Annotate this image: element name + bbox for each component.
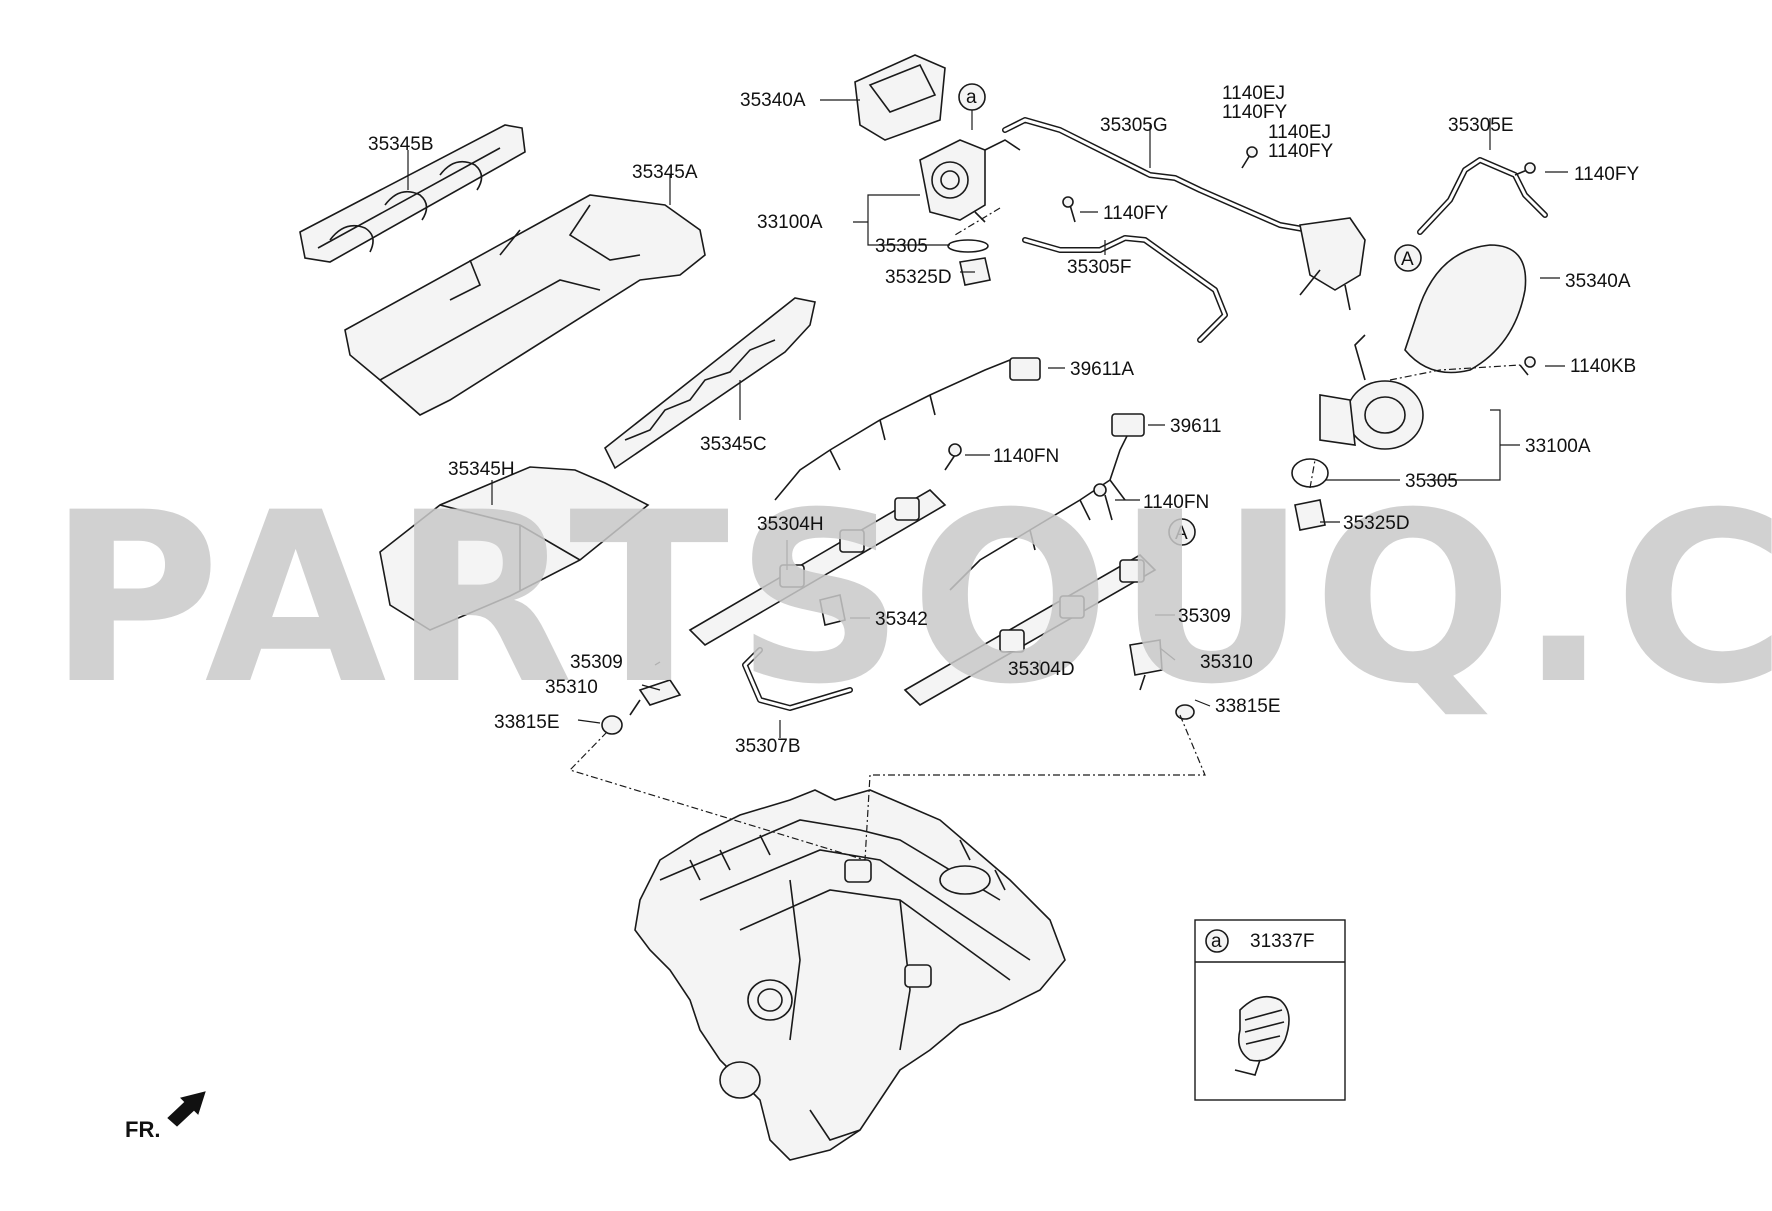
svg-text:A: A <box>1401 249 1414 270</box>
engine-block <box>634 789 1066 1161</box>
label-35325D-right: 35325D <box>1343 513 1410 534</box>
inset-marker <box>1205 929 1229 953</box>
label-35305E: 35305E <box>1448 115 1514 136</box>
label-33100A-left: 33100A <box>757 212 823 233</box>
bolts <box>944 146 1536 521</box>
label-35307B: 35307B <box>735 736 801 757</box>
fuel-line-35305F <box>1022 235 1228 343</box>
label-35305F: 35305F <box>1067 257 1131 278</box>
label-35310-left: 35310 <box>545 677 598 698</box>
marker-a-top: a <box>958 83 986 130</box>
label-39611A: 39611A <box>1070 359 1134 380</box>
harness-39611 <box>949 413 1145 591</box>
fuel-pump-33100A-right <box>1291 334 1424 531</box>
label-1140FY-1: 1140FY <box>1222 102 1287 123</box>
marker-A-center: A <box>1168 518 1196 546</box>
injector-35310-left <box>601 679 682 735</box>
label-39611: 39611 <box>1170 416 1221 437</box>
part-labels: 35340A 35345B 35345A 33100A 35305 35325D… <box>368 83 1639 757</box>
label-1140FN-1: 1140FN <box>993 446 1059 467</box>
harness-39611A <box>774 357 1041 501</box>
label-35345A: 35345A <box>632 162 698 183</box>
front-direction-indicator: FR. <box>125 1091 206 1142</box>
leader-lines <box>407 99 1568 738</box>
clip-part-drawing <box>1234 995 1290 1076</box>
label-1140EJ-1: 1140EJ <box>1222 83 1285 104</box>
label-33815E-left: 33815E <box>494 712 560 733</box>
label-35345B: 35345B <box>368 134 434 155</box>
label-1140FN-2: 1140FN <box>1143 492 1209 513</box>
label-33815E-right: 33815E <box>1215 696 1281 717</box>
label-35310-right: 35310 <box>1200 652 1253 673</box>
sensor-35342 <box>819 594 846 626</box>
svg-text:A: A <box>1175 523 1188 544</box>
label-35340A-top: 35340A <box>740 90 806 111</box>
front-label: FR. <box>125 1117 160 1142</box>
label-35342: 35342 <box>875 609 928 630</box>
fuel-rail-35304D <box>903 554 1157 706</box>
inset-part-number: 31337F <box>1250 931 1314 952</box>
reference-dash-lines <box>568 207 1521 861</box>
label-1140FY-mid: 1140FY <box>1103 203 1168 224</box>
cover-35345B <box>299 124 526 263</box>
marker-A-right: A <box>1394 244 1422 272</box>
label-35304H: 35304H <box>757 514 824 535</box>
label-35325D-left: 35325D <box>885 267 952 288</box>
label-1140FY-right: 1140FY <box>1574 164 1639 185</box>
label-35309-right: 35309 <box>1178 606 1231 627</box>
label-1140FY-2: 1140FY <box>1268 141 1333 162</box>
watermark-text: PARTSOUQ.COM <box>48 463 1772 736</box>
fuel-pump-33100A-top <box>919 139 1021 286</box>
label-35309-left: 35309 <box>570 652 623 673</box>
cover-35345H <box>379 466 650 631</box>
label-1140EJ-2: 1140EJ <box>1268 122 1331 143</box>
svg-text:a: a <box>1211 931 1222 952</box>
label-35305-right: 35305 <box>1405 471 1458 492</box>
front-arrow-icon <box>167 1091 206 1127</box>
fuel-line-35307B <box>742 647 853 711</box>
svg-text:a: a <box>966 87 977 108</box>
pump-cover-35340A-right <box>1404 244 1527 374</box>
label-35340A-right: 35340A <box>1565 271 1631 292</box>
label-33100A-right: 33100A <box>1525 436 1591 457</box>
fuel-line-35305G <box>1002 117 1323 235</box>
label-35345H: 35345H <box>448 459 515 480</box>
pump-cover-35340A-top <box>854 54 946 141</box>
junction-block <box>1299 217 1366 311</box>
label-35305-left: 35305 <box>875 236 928 257</box>
label-35304D: 35304D <box>1008 659 1075 680</box>
label-35305G: 35305G <box>1100 115 1168 136</box>
cover-35345C <box>603 297 816 470</box>
fuel-rail-35304H <box>688 488 947 647</box>
fuel-line-35305E <box>1417 157 1548 235</box>
cover-35345A <box>344 194 706 416</box>
inset-box-31337F: a 31337F <box>1194 919 1346 1101</box>
label-35345C: 35345C <box>700 434 767 455</box>
label-1140KB: 1140KB <box>1570 356 1636 377</box>
